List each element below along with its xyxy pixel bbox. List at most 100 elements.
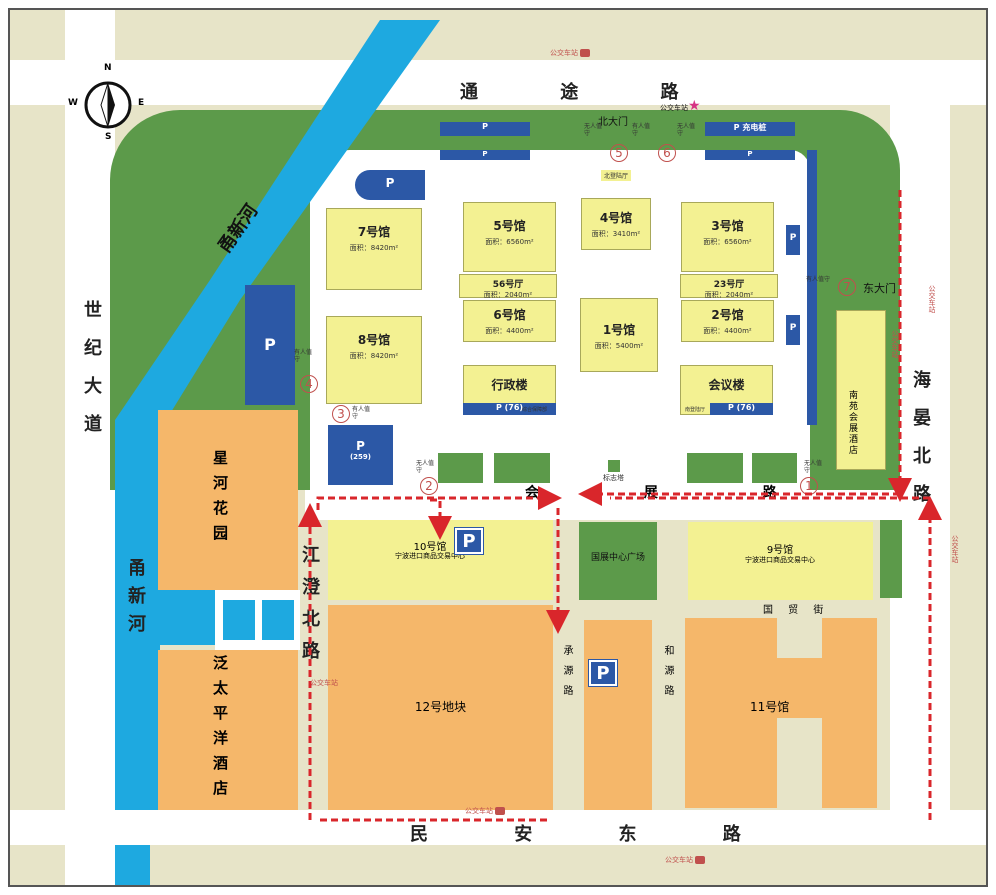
hall-3[interactable]: 3号馆 面积：6560m² bbox=[681, 202, 774, 272]
hall-5-area: 面积：6560m² bbox=[485, 238, 534, 246]
bus-icon bbox=[695, 856, 705, 864]
xinghe-garden-block bbox=[158, 410, 298, 590]
parking-east-1[interactable]: P bbox=[786, 225, 800, 255]
parking-hall-10[interactable]: P bbox=[454, 527, 484, 555]
xinghe-garden-label: 星河花园 bbox=[211, 450, 229, 550]
plot-12-block[interactable] bbox=[328, 605, 553, 810]
bus-stop-north-gate: 公交车站★ bbox=[660, 98, 701, 114]
haiyan-road-label: 海晏北路 bbox=[910, 370, 931, 522]
parking-259[interactable]: P (259) bbox=[328, 425, 393, 485]
hall-9-sub: 宁波进口商品交易中心 bbox=[745, 556, 815, 564]
bus-icon bbox=[495, 807, 505, 815]
hall-6-name: 6号馆 bbox=[493, 308, 526, 322]
bus-stop-east-2: 公交车站 bbox=[891, 330, 899, 358]
gate-4-badge[interactable]: 4 bbox=[300, 375, 318, 393]
hall-9-block[interactable] bbox=[688, 522, 873, 600]
hall-56-name: 56号厅 bbox=[492, 280, 524, 290]
plot-12-label: 12号地块 bbox=[414, 700, 467, 714]
parking-meeting[interactable]: P (76) bbox=[710, 403, 773, 415]
landmark-label: 标志塔 bbox=[603, 474, 624, 482]
green-east-south bbox=[880, 520, 902, 598]
compass-n: N bbox=[104, 63, 112, 73]
parking-northwest[interactable]: P bbox=[355, 170, 425, 200]
parking-chengyuan-label: P bbox=[596, 662, 610, 684]
bus-stop-east-1: 公交车站 bbox=[928, 285, 936, 313]
guomao-street-label: 国 贸 街 bbox=[763, 605, 830, 616]
heyuan-road-label: 和源路 bbox=[662, 645, 673, 705]
shiji-avenue bbox=[65, 10, 115, 885]
compass-rose bbox=[84, 81, 132, 129]
bus-icon bbox=[580, 49, 590, 57]
hall-23-name: 23号厅 bbox=[713, 280, 745, 290]
bus-stop-east-3: 公交车站 bbox=[951, 535, 959, 563]
parking-north-3[interactable]: P bbox=[705, 150, 795, 160]
parking-east-2[interactable]: P bbox=[786, 315, 800, 345]
parking-north-2-label: P bbox=[482, 150, 488, 158]
gate-6-guard-manned: 有人值守 bbox=[632, 123, 651, 137]
minan-road bbox=[10, 810, 986, 845]
green-south-2 bbox=[494, 453, 550, 483]
bus-stop-far-south: 公交车站 bbox=[665, 855, 705, 865]
green-south-4 bbox=[752, 453, 797, 483]
gate-6-badge[interactable]: 6 bbox=[658, 144, 676, 162]
pond-right bbox=[262, 600, 294, 640]
hall-7-area: 面积：8420m² bbox=[349, 244, 399, 252]
gate-3-guard: 有人值守 bbox=[352, 406, 371, 420]
hall-5[interactable]: 5号馆 面积：6560m² bbox=[463, 202, 556, 272]
hall-6[interactable]: 6号馆 面积：4400m² bbox=[463, 300, 556, 342]
gate-3-badge[interactable]: 3 bbox=[332, 405, 350, 423]
parking-admin-label: P (76) bbox=[495, 403, 524, 412]
river-label-lower: 甬新河 bbox=[125, 558, 146, 642]
gate-2-badge[interactable]: 2 bbox=[420, 477, 438, 495]
hall-8[interactable]: 8号馆 面积：8420m² bbox=[326, 316, 422, 404]
south-lobby-label: 南登陆厅 bbox=[685, 407, 706, 413]
plaza-label: 国展中心广场 bbox=[590, 553, 645, 563]
hall-1[interactable]: 1号馆 面积：5400m² bbox=[580, 298, 658, 372]
hall-4-area: 面积：3410m² bbox=[591, 230, 641, 238]
bus-stop-north-gate-label: 公交车站 bbox=[660, 104, 688, 112]
minan-road-label: 民 安 东 路 bbox=[410, 824, 781, 845]
chengyuan-parking-block[interactable] bbox=[584, 620, 652, 810]
north-lobby-label: 北登陆厅 bbox=[601, 170, 632, 181]
nanyuan-hotel[interactable] bbox=[836, 310, 886, 470]
parking-north-2[interactable]: P bbox=[440, 150, 530, 160]
parking-north-1[interactable]: P bbox=[440, 122, 530, 136]
gate-4-guard: 有人值守 bbox=[294, 349, 313, 363]
parking-chengyuan[interactable]: P bbox=[588, 659, 618, 687]
compass-e: E bbox=[138, 98, 145, 108]
hall-8-name: 8号馆 bbox=[357, 333, 391, 347]
gate-6-guard-unmanned: 无人值守 bbox=[677, 123, 696, 137]
plaza-block bbox=[579, 522, 657, 600]
gate-5-guard: 无人值守 bbox=[584, 123, 603, 137]
hall-7-name: 7号馆 bbox=[357, 225, 391, 239]
parking-northwest-label: P bbox=[385, 176, 395, 190]
nanyuan-hotel-label: 南苑会展酒店 bbox=[847, 390, 857, 456]
map-frame: 甬新河 甬新河 星河花园 泛太平洋酒店 P P (259) P P P P 充电… bbox=[8, 8, 988, 887]
star-icon: ★ bbox=[688, 98, 701, 114]
gate-1-guard: 无人值守 bbox=[804, 460, 823, 474]
hall-7[interactable]: 7号馆 面积：8420m² bbox=[326, 208, 422, 290]
gate-7-badge[interactable]: 7 bbox=[838, 278, 856, 296]
charging-parking-label: P 充电桩 bbox=[733, 123, 767, 132]
charging-parking[interactable]: P 充电桩 bbox=[705, 122, 795, 136]
hall-4[interactable]: 4号馆 面积：3410m² bbox=[581, 198, 651, 250]
east-gate-label: 东大门 bbox=[863, 282, 896, 295]
green-south-3 bbox=[687, 453, 743, 483]
parking-admin[interactable]: P (76) bbox=[463, 403, 556, 415]
hall-4-name: 4号馆 bbox=[599, 211, 633, 225]
parking-east-column[interactable] bbox=[807, 150, 817, 425]
hall-2[interactable]: 2号馆 面积：4400m² bbox=[681, 300, 774, 342]
parking-meeting-label: P (76) bbox=[727, 403, 756, 412]
gate-5-badge[interactable]: 5 bbox=[610, 144, 628, 162]
parking-north-3-label: P bbox=[747, 150, 753, 158]
service-dept-label: 综合保障部 bbox=[522, 407, 548, 413]
parking-hall-10-label: P bbox=[462, 530, 476, 552]
gate-2-guard: 无人值守 bbox=[416, 460, 435, 474]
gate-7-guard: 有人值守 bbox=[806, 276, 831, 283]
admin-building-name: 行政楼 bbox=[491, 378, 528, 392]
bus-stop-north: 公交车站 bbox=[550, 48, 590, 58]
hall-56[interactable]: 56号厅 面积：2040m² bbox=[459, 274, 557, 299]
parking-west[interactable]: P bbox=[245, 285, 295, 405]
hall-23[interactable]: 23号厅 面积：2040m² bbox=[680, 274, 778, 299]
bus-stop-west: 公交车站 bbox=[310, 678, 338, 688]
